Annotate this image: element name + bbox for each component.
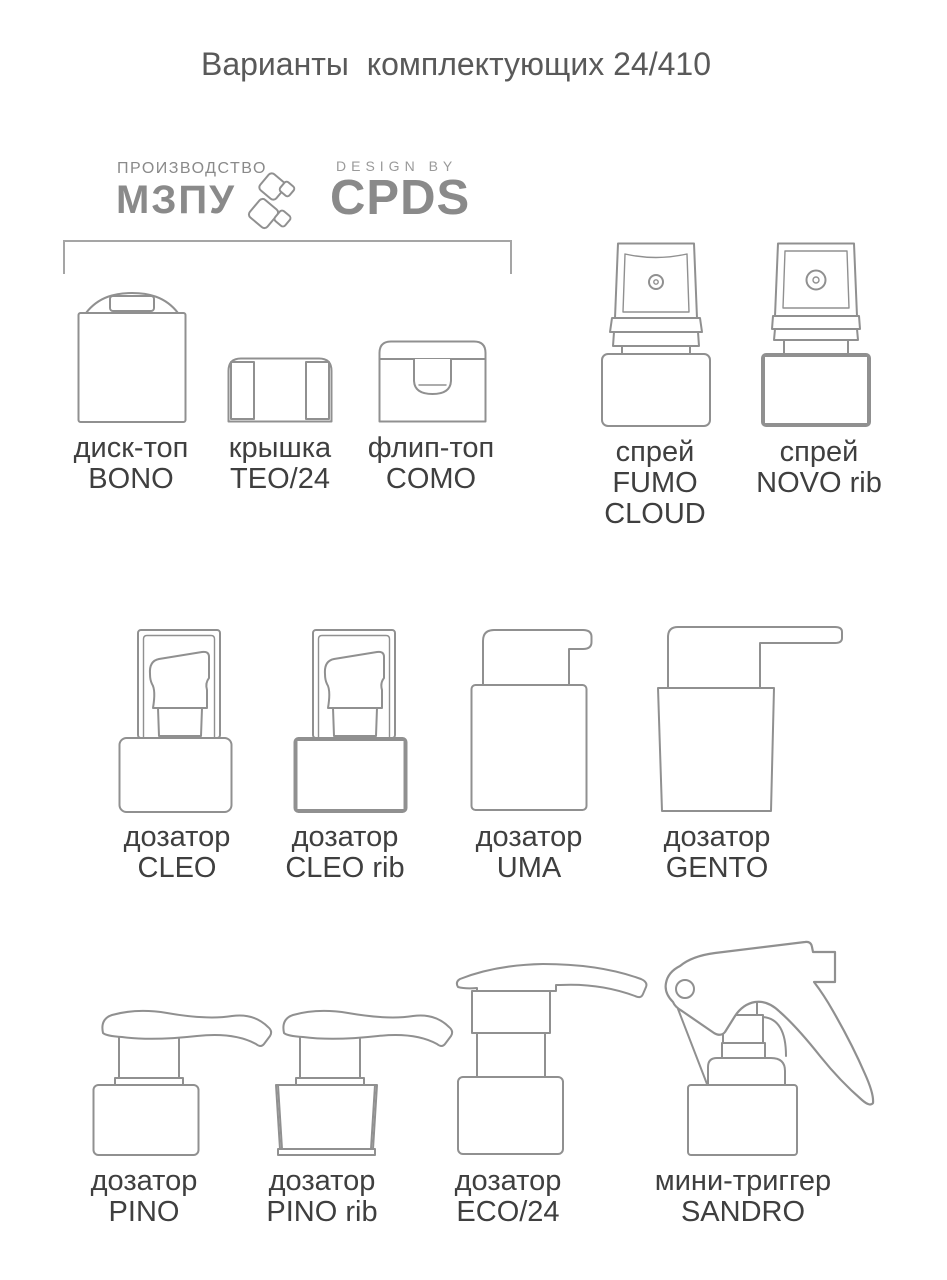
como-flip-top-illustration [378,340,487,428]
item-label-pino-rib: дозатор PINO rib [266,1165,378,1228]
teo24-cap-illustration [227,357,333,428]
production-label: ПРОИЗВОДСТВО [117,160,267,177]
mzpu-logo-text: МЗПУ [116,178,237,222]
pino-pump-illustration [92,1005,277,1162]
bono-disc-top-illustration [77,292,187,429]
item-label-como: флип-топ COMO [367,432,495,495]
sandro-mini-trigger-illustration [663,938,890,1162]
eco24-pump-illustration [455,960,650,1161]
item-label-cleo: дозатор CLEO [123,821,231,884]
item-label-bono: диск-топ BONO [73,432,189,495]
item-label-teo24: крышка TEO/24 [228,432,332,495]
item-label-cleo-rib: дозатор CLEO rib [285,821,405,884]
item-label-gento: дозатор GENTO [663,821,771,884]
design-by-label: DESIGN BY [336,158,458,174]
cleo-rib-pump-illustration [293,628,408,819]
group-bracket [63,240,512,274]
novo-rib-sprayer-illustration [760,242,872,433]
item-label-novo-rib: спрей NOVO rib [756,436,882,499]
uma-pump-illustration [470,628,593,817]
page-title: Варианты комплектующих 24/410 [200,46,711,82]
fumo-cloud-sprayer-illustration [600,242,712,433]
cleo-pump-illustration [118,628,233,819]
item-label-sandro: мини-триггер SANDRO [654,1165,832,1228]
item-label-eco24: дозатор ECO/24 [454,1165,562,1228]
item-label-pino: дозатор PINO [90,1165,198,1228]
item-label-fumo-cloud: спрей FUMO CLOUD [604,436,706,530]
cpds-logo-text: CPDS [330,171,471,225]
pino-rib-pump-illustration [273,1005,458,1162]
gento-pump-illustration [655,625,845,817]
mzpu-diamonds-icon [238,170,296,239]
item-label-uma: дозатор UMA [475,821,583,884]
